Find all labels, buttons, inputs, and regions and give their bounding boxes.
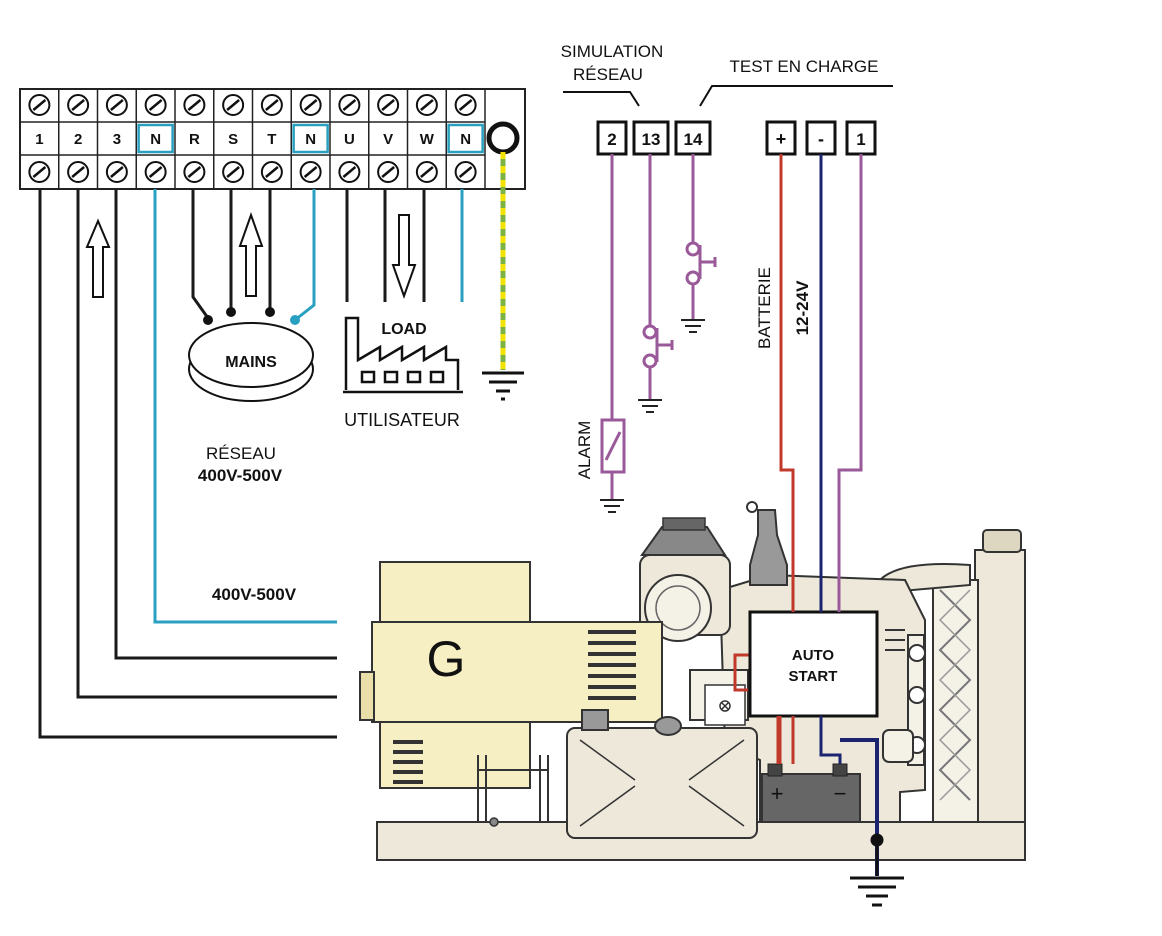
terminal-screw-icon bbox=[415, 161, 438, 183]
terminal-screw-icon bbox=[377, 161, 400, 183]
mains-label: MAINS bbox=[225, 354, 277, 371]
simulation-label: RÉSEAU bbox=[573, 65, 643, 84]
reseau-label: RÉSEAU bbox=[206, 444, 276, 463]
terminal-screw-icon bbox=[67, 94, 90, 116]
load-label: LOAD bbox=[381, 321, 426, 338]
utilisateur-label: UTILISATEUR bbox=[344, 410, 460, 430]
terminal-label: T bbox=[267, 131, 276, 148]
neutral-highlight bbox=[137, 123, 174, 154]
terminal-screw-icon bbox=[260, 94, 283, 116]
alarm-label: ALARM bbox=[575, 421, 594, 480]
auto-start-label: AUTO bbox=[792, 647, 835, 664]
terminal-strip bbox=[19, 88, 526, 190]
terminal-label: V bbox=[383, 131, 393, 148]
control-terminals bbox=[596, 120, 877, 156]
terminal-screw-icon bbox=[105, 161, 128, 183]
terminal-screw-icon bbox=[338, 94, 361, 116]
auto-start-label: START bbox=[789, 668, 838, 685]
terminal-label: 1 bbox=[35, 131, 43, 148]
control-terminal-label: 13 bbox=[642, 130, 661, 149]
terminal-screw-icon bbox=[183, 94, 206, 116]
terminal-screw-icon bbox=[299, 161, 322, 183]
terminal-label: 3 bbox=[113, 131, 121, 148]
terminal-screw-icon bbox=[338, 161, 361, 183]
terminal-screw-icon bbox=[299, 94, 322, 116]
generator-voltage-label: 400V-500V bbox=[212, 585, 297, 604]
ground-symbol-icon bbox=[482, 371, 524, 401]
control-terminal-label: - bbox=[818, 129, 824, 149]
test-switch bbox=[685, 154, 717, 320]
test-en-charge-label: TEST EN CHARGE bbox=[730, 57, 879, 76]
simulation-label: SIMULATION bbox=[561, 42, 664, 61]
terminal-screw-icon bbox=[454, 94, 477, 116]
ground-symbol-icon bbox=[681, 319, 705, 333]
terminal-label: N bbox=[305, 131, 316, 148]
terminal-screw-icon bbox=[144, 161, 167, 183]
terminal-label: W bbox=[420, 131, 435, 148]
terminal-screw-icon bbox=[105, 94, 128, 116]
terminal-screw-icon bbox=[28, 94, 51, 116]
arrow-down-icon bbox=[391, 214, 417, 299]
load-wires bbox=[345, 189, 464, 302]
arrow-up-icon bbox=[238, 212, 264, 297]
terminal-label: N bbox=[150, 131, 161, 148]
battery-minus-label: − bbox=[834, 781, 847, 806]
terminal-screw-icon bbox=[454, 161, 477, 183]
control-terminal-label: 1 bbox=[856, 130, 865, 149]
control-terminal-label: 2 bbox=[607, 130, 616, 149]
arrow-up-icon bbox=[85, 218, 111, 298]
terminal-screw-icon bbox=[222, 94, 245, 116]
alarm-relay-icon bbox=[600, 418, 626, 474]
terminal-screw-icon bbox=[222, 161, 245, 183]
mains-symbol bbox=[188, 307, 314, 402]
simulation-switch bbox=[642, 154, 674, 400]
factory-icon bbox=[343, 316, 463, 394]
generator-feed-wires bbox=[38, 189, 337, 739]
battery-voltage-label: 12-24V bbox=[793, 280, 812, 335]
terminal-label: 2 bbox=[74, 131, 82, 148]
ground-symbol-icon bbox=[850, 833, 904, 907]
ground-symbol-icon bbox=[638, 399, 662, 413]
terminal-screw-icon bbox=[28, 161, 51, 183]
terminal-label: R bbox=[189, 131, 200, 148]
terminal-screw-icon bbox=[67, 161, 90, 183]
terminal-screw-icon bbox=[260, 161, 283, 183]
mains-wires bbox=[191, 189, 316, 322]
batterie-label: BATTERIE bbox=[755, 267, 774, 349]
terminal-label: U bbox=[344, 131, 355, 148]
terminal-screw-icon bbox=[415, 94, 438, 116]
battery-plus-label: + bbox=[771, 781, 784, 806]
reseau-voltage-label: 400V-500V bbox=[198, 466, 283, 485]
control-terminal-label: + bbox=[776, 129, 787, 149]
generator-label: G bbox=[427, 631, 466, 687]
control-terminal-label: 14 bbox=[684, 130, 703, 149]
battery-wires bbox=[776, 154, 879, 876]
generator-set bbox=[359, 501, 1026, 861]
terminal-label: N bbox=[460, 131, 471, 148]
neutral-highlight bbox=[292, 123, 329, 154]
terminal-label: S bbox=[228, 131, 238, 148]
ground-symbol-icon bbox=[600, 499, 624, 513]
neutral-highlight bbox=[447, 123, 484, 154]
bracket-lines bbox=[563, 85, 893, 107]
terminal-screw-icon bbox=[377, 94, 400, 116]
terminal-screw-icon bbox=[144, 94, 167, 116]
terminal-screw-icon bbox=[183, 161, 206, 183]
